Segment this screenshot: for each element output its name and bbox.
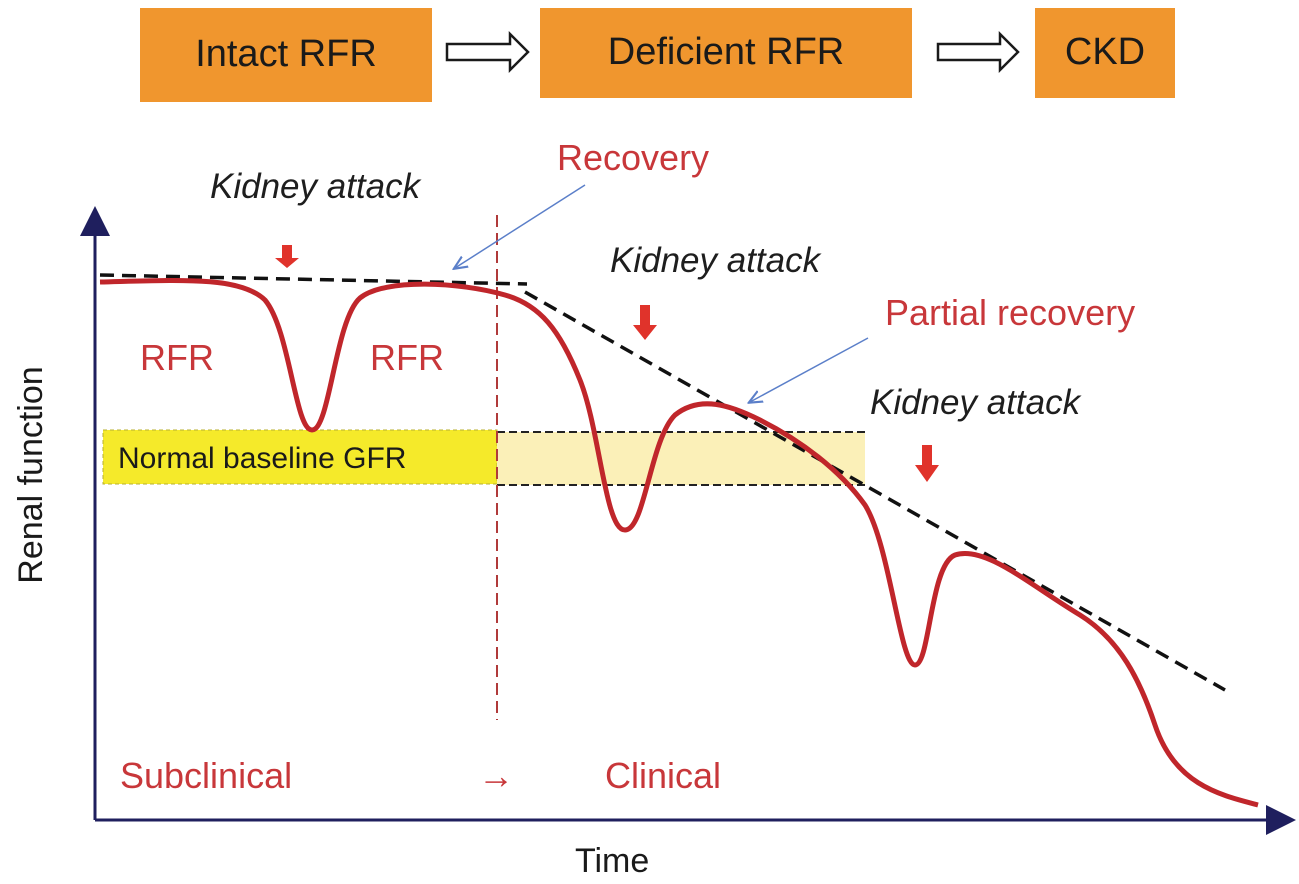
baseline-band-extension (497, 432, 865, 485)
stage-arrow-icon (445, 30, 530, 74)
x-axis-label: Time (575, 842, 649, 880)
rfr-label-2: RFR (370, 337, 444, 378)
recovery-label: Recovery (557, 137, 709, 178)
attack-arrow-icon (275, 245, 299, 268)
partial-recovery-label: Partial recovery (885, 292, 1135, 333)
stage-intact-rfr: Intact RFR (140, 8, 432, 102)
stage-label: CKD (1065, 31, 1145, 73)
stage-label: Deficient RFR (608, 31, 845, 73)
clinical-label: Clinical (605, 755, 721, 796)
baseline-trend-line (99, 273, 528, 286)
renal-function-curve (99, 277, 1259, 808)
attack-arrow-icon (915, 445, 939, 482)
recovery-pointer-arrow (455, 184, 586, 268)
stage-label: Intact RFR (195, 33, 377, 75)
stage-deficient-rfr: Deficient RFR (540, 8, 912, 98)
stage-arrow-icon (936, 30, 1020, 74)
subclinical-label: Subclinical (120, 755, 292, 796)
transition-arrow-icon: → (478, 755, 514, 796)
declining-trend-line (524, 290, 1226, 692)
y-axis-label: Renal function (12, 366, 50, 583)
kidney-attack-label-2: Kidney attack (610, 241, 822, 280)
kidney-attack-label-3: Kidney attack (870, 383, 1082, 422)
normal-baseline-label: Normal baseline GFR (118, 442, 406, 475)
rfr-label-1: RFR (140, 337, 214, 378)
partial-recovery-pointer-arrow (750, 337, 869, 402)
stage-ckd: CKD (1035, 8, 1175, 98)
attack-arrow-icon (633, 305, 657, 340)
kidney-attack-label-1: Kidney attack (210, 167, 422, 206)
